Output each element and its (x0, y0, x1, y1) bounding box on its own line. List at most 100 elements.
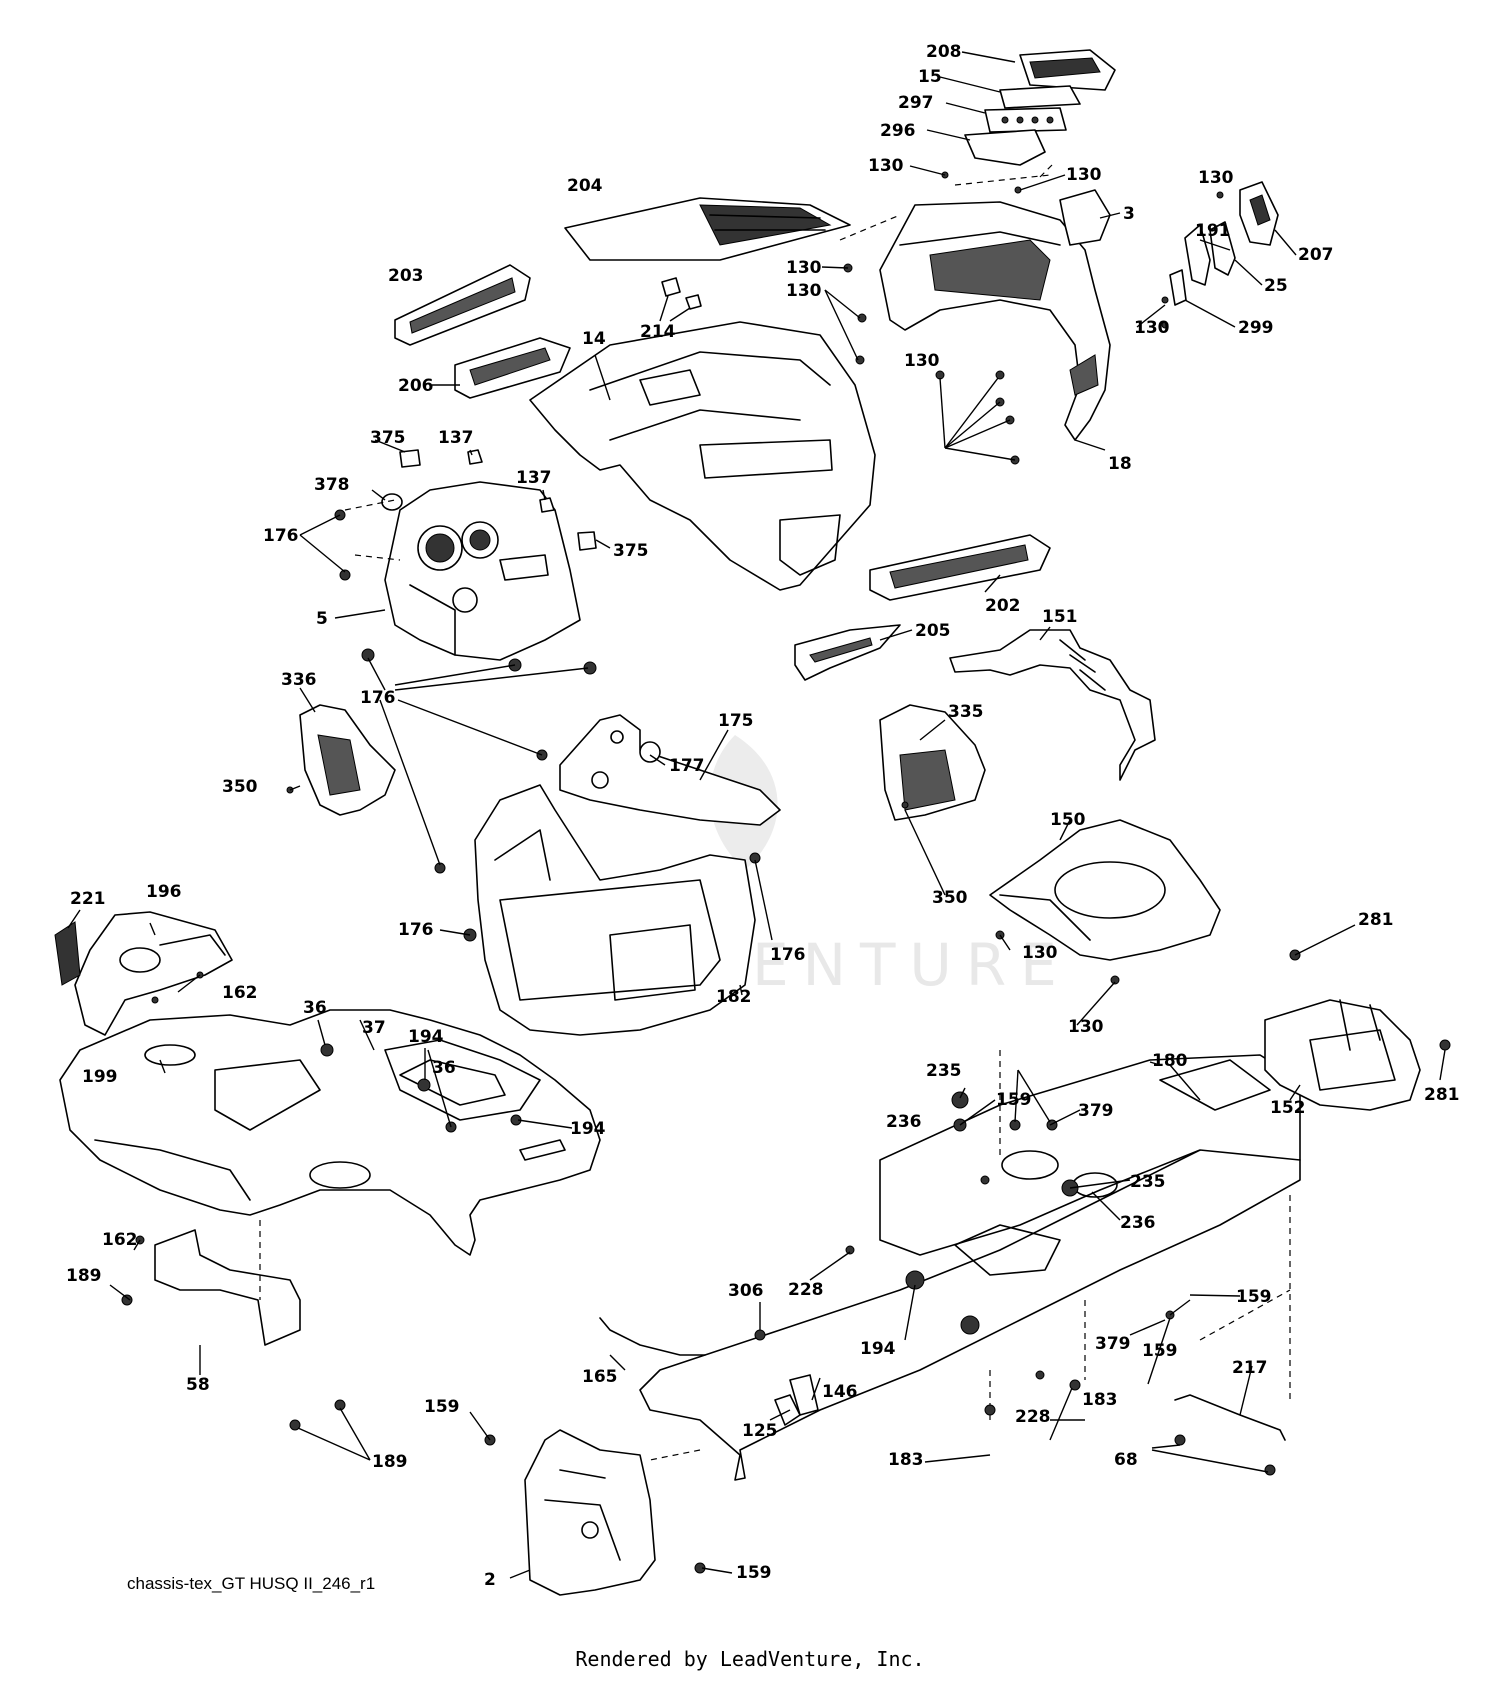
side-panel-left (299, 704, 396, 816)
callout-label: 182 (716, 987, 752, 1007)
callout-label: 203 (388, 266, 424, 286)
callout-label: 297 (898, 93, 934, 113)
callout-label: 159 (424, 1397, 460, 1417)
callout-label: 130 (1068, 1017, 1104, 1037)
callout-label: 177 (669, 756, 705, 776)
clip-375-right (577, 531, 597, 551)
front-grille (869, 534, 1051, 601)
callout-label: 189 (372, 1452, 408, 1472)
callout-label: 335 (948, 702, 984, 722)
callout-label: 137 (438, 428, 474, 448)
rear-fender (59, 1009, 601, 1256)
callout-label: 176 (398, 920, 434, 940)
callout-label: 228 (788, 1280, 824, 1300)
hood-side-grille (394, 264, 531, 346)
callout-label: 175 (718, 711, 754, 731)
callout-label: 146 (822, 1382, 858, 1402)
dash-panel (384, 481, 581, 661)
pedestal-housing (474, 784, 756, 1036)
callout-label: 130 (1022, 943, 1058, 963)
callout-label: 189 (66, 1266, 102, 1286)
callout-label: 125 (742, 1421, 778, 1441)
grommet-378 (381, 493, 403, 511)
callout-label: 165 (582, 1367, 618, 1387)
callout-label: 152 (1270, 1098, 1306, 1118)
callout-label: 2 (484, 1570, 496, 1590)
callout-label: 206 (398, 376, 434, 396)
callout-label: 176 (263, 526, 299, 546)
callout-label: 194 (860, 1339, 896, 1359)
callout-label: 196 (146, 882, 182, 902)
callout-label: 217 (1232, 1358, 1268, 1378)
callout-label: 183 (888, 1450, 924, 1470)
lens-part (999, 85, 1081, 109)
callout-label: 180 (1152, 1051, 1188, 1071)
callout-label: 37 (362, 1018, 386, 1038)
callout-label: 58 (186, 1375, 210, 1395)
callout-label: 68 (1114, 1450, 1138, 1470)
callout-label: 205 (915, 621, 951, 641)
callout-label: 379 (1095, 1334, 1131, 1354)
callout-label: 214 (640, 322, 676, 342)
callout-label: 14 (582, 329, 606, 349)
callout-label: 137 (516, 468, 552, 488)
callout-label: 194 (570, 1119, 606, 1139)
callout-label: 228 (1015, 1407, 1051, 1427)
callout-label: 336 (281, 670, 317, 690)
side-panel-right (879, 704, 986, 821)
clip-137-b (539, 497, 555, 513)
hood-top-panel (564, 197, 851, 261)
engine-pan (989, 819, 1221, 961)
callout-label: 235 (926, 1061, 962, 1081)
callout-label: 204 (567, 176, 603, 196)
bracket-125 (774, 1394, 801, 1426)
callout-label: 159 (1142, 1341, 1178, 1361)
callout-label: 15 (918, 67, 942, 87)
callout-label: 207 (1298, 245, 1334, 265)
callout-label: 375 (370, 428, 406, 448)
callout-label: 296 (880, 121, 916, 141)
callout-label: 130 (1198, 168, 1234, 188)
callout-label: 191 (1195, 221, 1231, 241)
callout-label: 202 (985, 596, 1021, 616)
callout-label: 183 (1082, 1390, 1118, 1410)
callout-label: 176 (360, 688, 396, 708)
rod-165 (599, 1317, 706, 1356)
callout-label: 130 (786, 281, 822, 301)
callout-label: 130 (786, 258, 822, 278)
headlight-bracket-part (964, 129, 1046, 166)
callout-label: 208 (926, 42, 962, 62)
callout-labels: 208 15 297 296 130 130 204 130 3 191 207… (66, 42, 1460, 1590)
callout-label: 236 (886, 1112, 922, 1132)
callout-label: 379 (1078, 1101, 1114, 1121)
chassis-frame (639, 1054, 1301, 1481)
headlight-cover-part (1019, 49, 1116, 91)
hood-assembly (529, 321, 876, 591)
headlight-right-parts (1169, 181, 1279, 306)
callout-label: 350 (932, 888, 968, 908)
callout-label: 36 (303, 998, 327, 1018)
diagram-caption: chassis-tex_GT HUSQ II_246_r1 (127, 1574, 376, 1593)
callout-label: 176 (770, 945, 806, 965)
callout-label: 306 (728, 1281, 764, 1301)
callout-label: 130 (904, 351, 940, 371)
callout-label: 159 (736, 1563, 772, 1583)
callout-label: 162 (102, 1230, 138, 1250)
render-credit: Rendered by LeadVenture, Inc. (575, 1647, 925, 1671)
leader-lines (67, 51, 1446, 1579)
seat-pan (1264, 999, 1421, 1111)
rod-217 (1174, 1394, 1286, 1441)
assembly-lines (259, 164, 1291, 1461)
callout-label: 281 (1424, 1085, 1460, 1105)
callout-label: 281 (1358, 910, 1394, 930)
callout-label: 221 (70, 889, 106, 909)
callout-label: 150 (1050, 810, 1086, 830)
callout-label: 375 (613, 541, 649, 561)
rear-cover (54, 911, 233, 1036)
callout-label: 5 (316, 609, 328, 629)
callout-label: 130 (1066, 165, 1102, 185)
callout-label: 299 (1238, 318, 1274, 338)
callout-label: 130 (868, 156, 904, 176)
callout-label: 162 (222, 983, 258, 1003)
